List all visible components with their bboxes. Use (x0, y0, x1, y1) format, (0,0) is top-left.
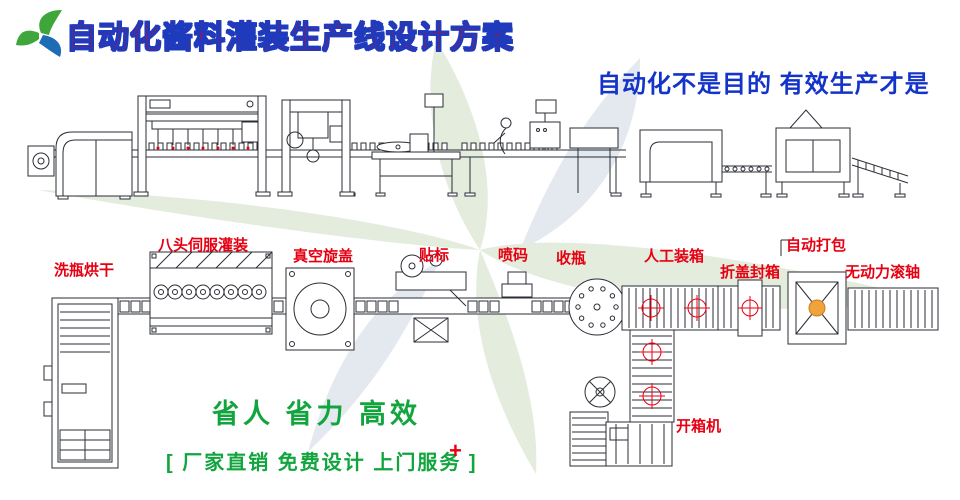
outfeed-table-drawing (722, 165, 772, 198)
capping-machine-side-drawing (277, 99, 355, 197)
label-bottle-washing-drying: 洗瓶烘干 (54, 262, 115, 279)
label-inkjet-coding: 喷码 (498, 247, 529, 264)
label-auto-strapping: 自动打包 (786, 237, 847, 254)
slant-roller-drawing (851, 157, 909, 198)
label-vacuum-capping: 真空旋盖 (293, 248, 354, 265)
labeler-plan-drawing (395, 253, 467, 343)
shrink-tunnel-drawing (639, 129, 723, 198)
operator-figure-drawing (493, 117, 512, 155)
inspection-station-drawing (529, 99, 619, 193)
coder-plan-drawing (501, 271, 533, 298)
label-flap-folding-sealing: 折盖封箱 (720, 264, 781, 281)
slogan-text: 自动化不是目的 有效生产才是 (597, 71, 930, 98)
label-labeling: 贴标 (419, 247, 450, 264)
capping-plan-drawing (285, 267, 355, 351)
services-text: [ 厂家直销 免费设计 上门服务 ] (166, 452, 478, 474)
benefits-text: 省人 省力 高效 (212, 399, 422, 429)
label-carton-opening: 开箱机 (676, 418, 722, 435)
washer-dryer-side-drawing (27, 131, 133, 200)
label-manual-packing: 人工装箱 (644, 248, 705, 265)
turntable-plan-drawing (568, 278, 626, 336)
strapper-plan-drawing (780, 239, 847, 345)
washer-plan-drawing (43, 297, 119, 469)
carton-former-drawing (775, 109, 851, 198)
top-conveyor-drawing (54, 142, 626, 197)
filling-plan-drawing (149, 251, 273, 335)
filling-machine-side-drawing (133, 95, 271, 197)
plus-mark: + (449, 438, 462, 463)
centerline-marks (638, 295, 762, 409)
label-bottle-collecting: 收瓶 (556, 250, 587, 267)
label-servo-filling: 八头伺服灌装 (158, 237, 249, 254)
pinwheel-leaves-logo-icon (16, 10, 62, 57)
gravity-roller-plan-drawing (847, 287, 939, 331)
label-gravity-roller: 无动力滚轴 (845, 264, 921, 281)
labeler-side-drawing (371, 93, 461, 197)
page-title: 自动化酱料灌装生产线设计方案 (66, 20, 514, 56)
carton-opener-drawing (569, 376, 673, 467)
